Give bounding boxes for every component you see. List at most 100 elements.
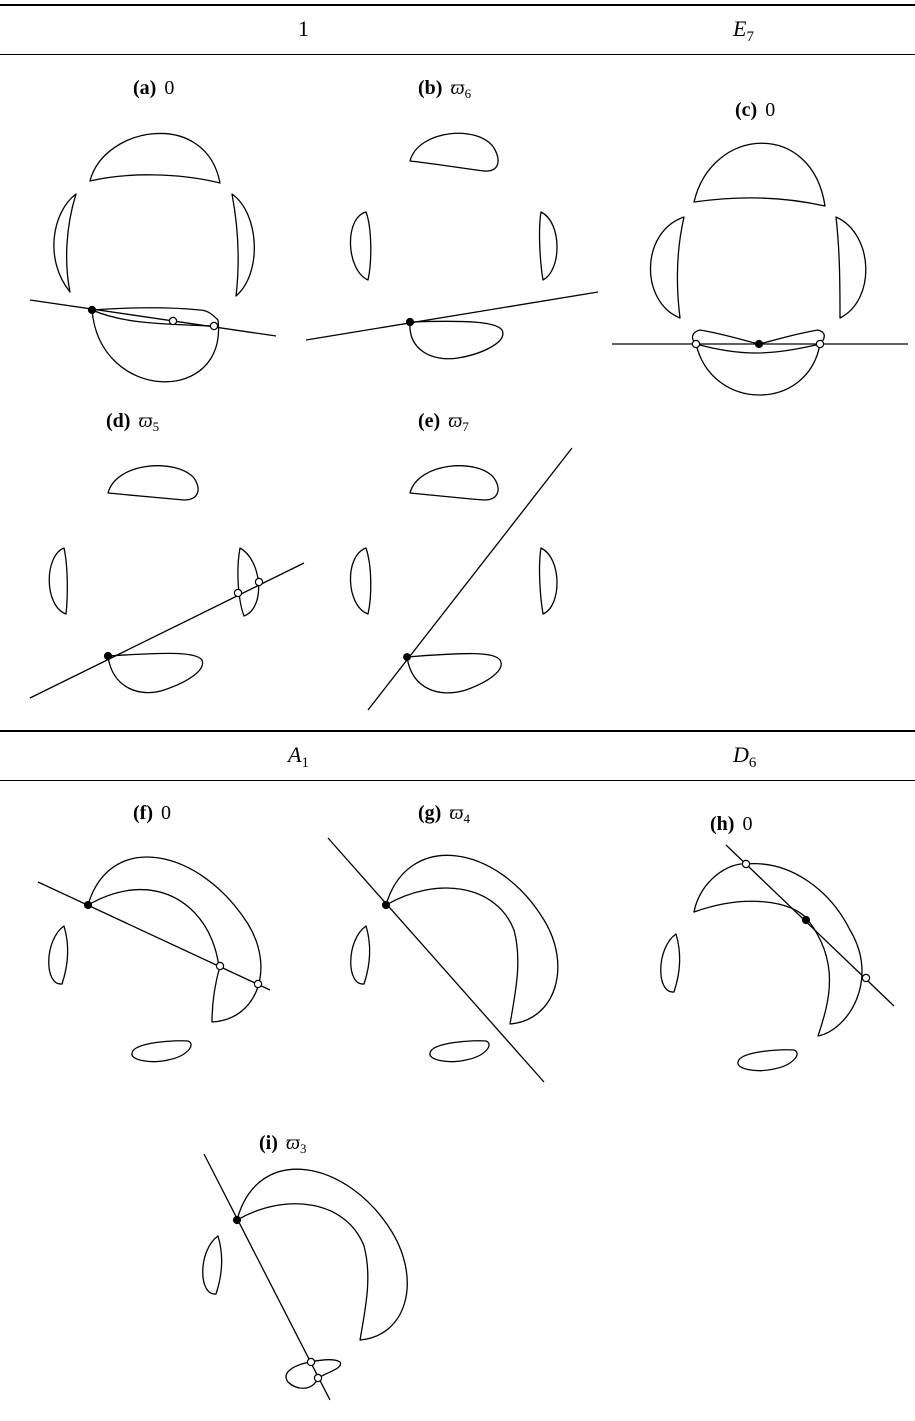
oval xyxy=(660,933,681,993)
header-text: 1 xyxy=(298,16,309,41)
oval xyxy=(350,925,371,985)
oval xyxy=(649,216,685,319)
panel-b-caption: (b)ϖ6 xyxy=(418,78,471,100)
panel-i-caption: (i) ϖ3 xyxy=(259,1133,307,1155)
filled-point xyxy=(87,305,97,315)
oval xyxy=(202,1235,223,1295)
oval xyxy=(695,343,821,396)
line xyxy=(37,881,271,991)
line xyxy=(367,447,573,711)
panel-value-subscript: 4 xyxy=(463,811,470,826)
open-point xyxy=(233,588,243,598)
panel-label: (a) xyxy=(133,77,157,99)
header-symbol: D xyxy=(733,742,749,767)
oval xyxy=(538,211,558,281)
oval xyxy=(737,1049,798,1072)
oval xyxy=(107,465,199,501)
panel-e-diagram xyxy=(349,447,573,711)
oval xyxy=(406,652,502,694)
panel-value: ϖ xyxy=(449,802,464,824)
panel-value: 0 xyxy=(160,802,171,824)
oval xyxy=(48,925,69,985)
header-subscript: 1 xyxy=(301,755,309,771)
open-point xyxy=(254,577,264,587)
oval xyxy=(693,142,826,207)
filled-point xyxy=(103,651,113,661)
oval xyxy=(107,652,204,694)
filled-point xyxy=(381,900,391,910)
panel-label: (g) xyxy=(418,802,442,824)
section1-header-rule xyxy=(0,54,915,55)
filled-point xyxy=(405,317,415,327)
open-point xyxy=(209,321,219,331)
oval xyxy=(131,1040,192,1063)
oval xyxy=(409,320,504,360)
section2-header-left: A1 xyxy=(288,744,309,771)
header-symbol: E xyxy=(733,16,747,41)
panel-label: (e) xyxy=(418,410,441,432)
panel-a-caption: (a) 0 xyxy=(133,78,174,98)
section2-header-rule xyxy=(0,780,915,781)
panel-value-subscript: 6 xyxy=(464,86,472,101)
section2-header-right: D6 xyxy=(733,744,756,771)
oval xyxy=(89,132,221,184)
panel-e-caption: (e)ϖ7 xyxy=(418,411,469,433)
oval xyxy=(409,465,499,501)
oval xyxy=(48,547,68,615)
open-point xyxy=(168,316,178,326)
oval-branch xyxy=(91,309,215,327)
panel-value: 0 xyxy=(765,99,776,121)
panel-value: ϖ xyxy=(448,410,463,432)
panel-g-caption: (g) ϖ4 xyxy=(418,803,470,825)
oval xyxy=(409,132,499,172)
section1-header-left: 1 xyxy=(298,18,309,40)
header-symbol: A xyxy=(288,742,302,767)
panel-f-caption: (f) 0 xyxy=(133,803,171,823)
filled-point xyxy=(403,653,411,661)
open-point xyxy=(253,979,263,989)
panel-label: (c) xyxy=(735,99,758,121)
line xyxy=(29,299,277,337)
panel-label: (h) xyxy=(710,813,735,835)
panel-b-diagram xyxy=(305,132,599,360)
oval xyxy=(693,863,863,1037)
panel-label: (f) xyxy=(133,802,153,824)
filled-point xyxy=(232,1215,242,1225)
top-rule xyxy=(0,4,915,6)
panel-i-diagram xyxy=(202,1153,408,1401)
panel-value: 0 xyxy=(164,77,175,99)
panel-c-diagram xyxy=(612,142,908,396)
panel-label: (d) xyxy=(106,410,131,432)
oval xyxy=(385,854,559,1025)
line xyxy=(305,291,599,341)
panel-h-caption: (h) 0 xyxy=(710,814,752,834)
header-subscript: 6 xyxy=(748,755,757,771)
header-subscript: 7 xyxy=(746,29,754,45)
open-point xyxy=(741,859,751,869)
oval-branch xyxy=(87,888,221,968)
oval xyxy=(349,547,372,615)
filled-point xyxy=(801,915,811,925)
panel-value-subscript: 5 xyxy=(152,419,160,434)
oval xyxy=(236,1168,408,1341)
panel-f-diagram xyxy=(37,856,271,1063)
panel-label: (i) xyxy=(259,1132,278,1154)
oval xyxy=(91,307,220,383)
panel-value-subscript: 3 xyxy=(300,1141,307,1156)
panel-d-diagram xyxy=(29,465,305,699)
panel-value: ϖ xyxy=(450,77,465,99)
open-point xyxy=(691,339,701,349)
panel-g-diagram xyxy=(327,837,559,1083)
panel-value: 0 xyxy=(742,813,753,835)
open-point xyxy=(815,339,825,349)
oval xyxy=(237,547,260,617)
panel-h-diagram xyxy=(660,844,895,1072)
panel-c-caption: (c) 0 xyxy=(735,100,775,120)
panel-value: ϖ xyxy=(285,1132,301,1154)
panel-d-caption: (d)ϖ5 xyxy=(106,411,159,433)
oval xyxy=(231,193,255,297)
section1-header-right: E7 xyxy=(733,18,754,45)
filled-point xyxy=(83,900,93,910)
oval xyxy=(538,547,558,615)
